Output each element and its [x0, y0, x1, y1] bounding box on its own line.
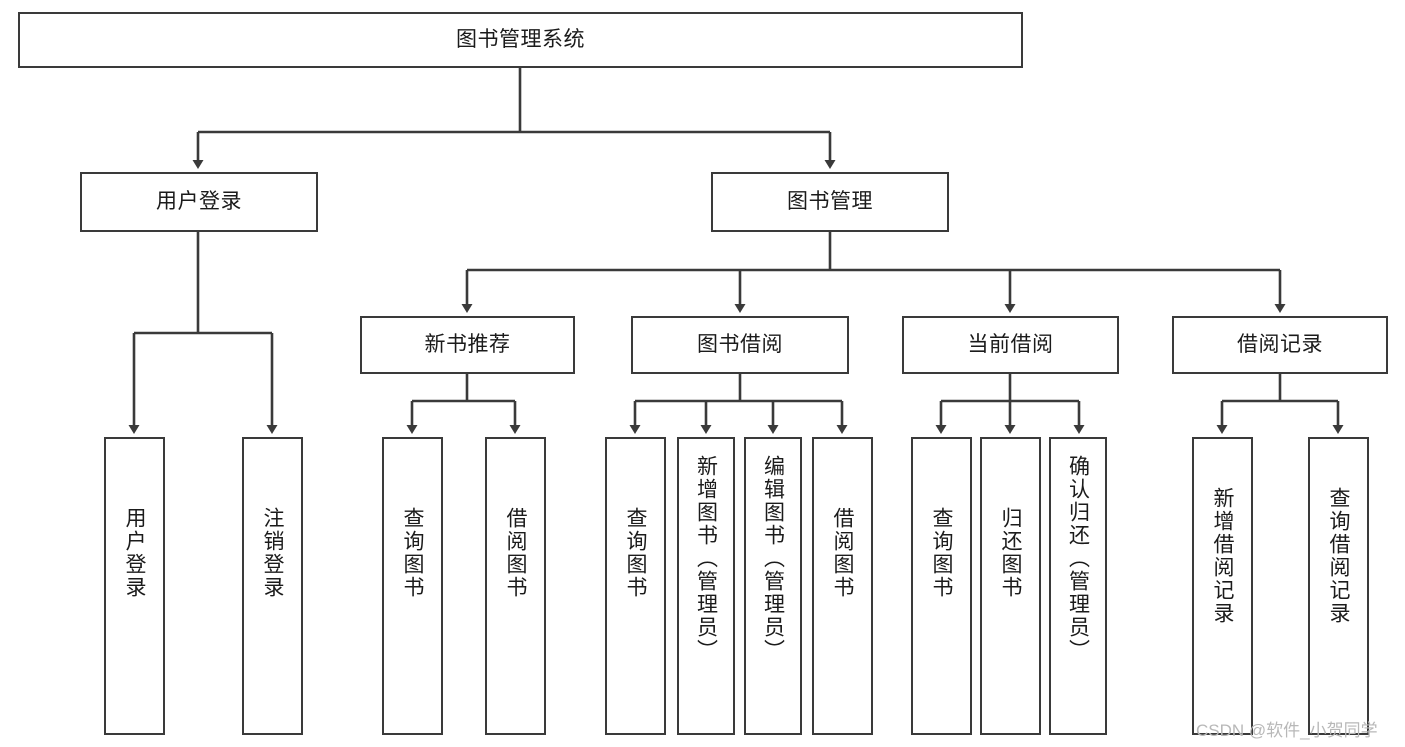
node-leaf-add-book-label: 新增图书（管理员） [694, 455, 718, 662]
node-leaf-query-record[interactable]: 查询借阅记录 [1308, 437, 1369, 735]
node-leaf-query-book-c[interactable]: 查询图书 [911, 437, 972, 735]
node-leaf-add-record-label: 新增借阅记录 [1211, 487, 1235, 625]
node-leaf-add-record[interactable]: 新增借阅记录 [1192, 437, 1253, 735]
node-new-book-recommend-label: 新书推荐 [424, 332, 511, 356]
node-book-management-label: 图书管理 [787, 189, 873, 213]
node-leaf-user-login[interactable]: 用户登录 [104, 437, 165, 735]
node-leaf-query-book-b-label: 查询图书 [624, 507, 648, 599]
node-leaf-borrow-book-a[interactable]: 借阅图书 [485, 437, 546, 735]
node-borrow-record-label: 借阅记录 [1237, 332, 1323, 356]
node-leaf-borrow-book-b[interactable]: 借阅图书 [812, 437, 873, 735]
node-leaf-query-record-label: 查询借阅记录 [1327, 487, 1351, 625]
node-leaf-edit-book[interactable]: 编辑图书（管理员） [744, 437, 802, 735]
node-leaf-logout[interactable]: 注销登录 [242, 437, 303, 735]
node-current-borrow-label: 当前借阅 [967, 332, 1054, 356]
node-root-label: 图书管理系统 [456, 27, 585, 51]
node-leaf-borrow-book-b-label: 借阅图书 [831, 507, 855, 599]
node-leaf-query-book-a[interactable]: 查询图书 [382, 437, 443, 735]
node-user-login[interactable]: 用户登录 [80, 172, 318, 232]
node-leaf-return-book-label: 归还图书 [999, 507, 1023, 599]
node-leaf-borrow-book-a-label: 借阅图书 [504, 507, 528, 599]
node-leaf-add-book[interactable]: 新增图书（管理员） [677, 437, 735, 735]
node-leaf-query-book-c-label: 查询图书 [930, 507, 954, 599]
node-leaf-query-book-a-label: 查询图书 [401, 507, 425, 599]
csdn-watermark: CSDN @软件_小贺同学 [1196, 721, 1378, 740]
node-book-borrow-label: 图书借阅 [697, 332, 783, 356]
node-leaf-confirm-return[interactable]: 确认归还（管理员） [1049, 437, 1107, 735]
node-user-login-label: 用户登录 [156, 189, 242, 213]
node-leaf-user-login-label: 用户登录 [123, 507, 147, 599]
node-root[interactable]: 图书管理系统 [18, 12, 1023, 68]
node-leaf-edit-book-label: 编辑图书（管理员） [761, 455, 785, 662]
node-leaf-query-book-b[interactable]: 查询图书 [605, 437, 666, 735]
node-borrow-record[interactable]: 借阅记录 [1172, 316, 1388, 374]
node-leaf-logout-label: 注销登录 [261, 507, 285, 599]
node-leaf-confirm-return-label: 确认归还（管理员） [1066, 455, 1090, 662]
node-book-management[interactable]: 图书管理 [711, 172, 949, 232]
node-new-book-recommend[interactable]: 新书推荐 [360, 316, 575, 374]
node-leaf-return-book[interactable]: 归还图书 [980, 437, 1041, 735]
node-book-borrow[interactable]: 图书借阅 [631, 316, 849, 374]
node-current-borrow[interactable]: 当前借阅 [902, 316, 1119, 374]
